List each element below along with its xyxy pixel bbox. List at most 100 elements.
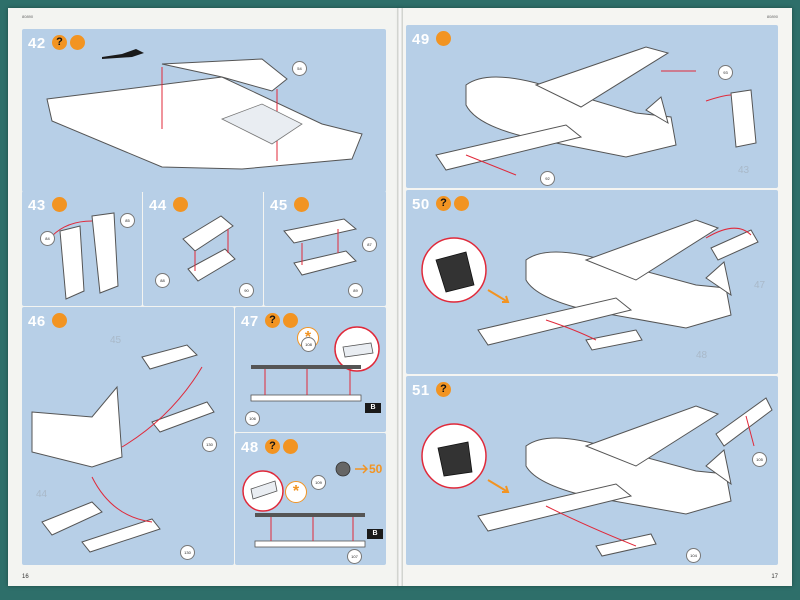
step-42-panel: 42 ? 54 — [22, 29, 386, 192]
asterisk-icon: * — [285, 481, 307, 503]
glue-icon — [52, 313, 67, 328]
step-50-panel: 50 ? 47 48 — [406, 190, 778, 374]
tail-fin — [705, 261, 732, 297]
arrow-icon — [487, 479, 510, 493]
tail-fin — [705, 449, 732, 486]
step-46-drawing — [31, 344, 215, 553]
part-43-rudder — [730, 89, 757, 148]
glue-icon — [173, 197, 188, 212]
flap-lower — [293, 250, 357, 276]
callout-89: 89 — [348, 283, 363, 298]
glue-icon — [283, 439, 298, 454]
reference-part-44: 44 — [36, 489, 48, 500]
detail-part — [342, 342, 374, 358]
part-104 — [595, 533, 657, 557]
callout-108: 108 — [301, 337, 316, 352]
page-number: 17 — [771, 574, 778, 580]
cockpit-area — [221, 103, 303, 145]
rudder-half-right — [91, 212, 119, 294]
leader-line — [465, 154, 517, 176]
wing-upper — [584, 405, 720, 467]
left-page: 80890 42 ? 54 43 84 — [8, 8, 400, 586]
part-109-rail — [255, 513, 365, 517]
elevator-lower — [81, 518, 161, 553]
help-icon: ? — [52, 35, 67, 50]
step-44-panel: 44 88 90 — [143, 191, 263, 306]
step-47-drawing — [250, 326, 380, 402]
aircraft-silhouette-icon — [102, 49, 144, 59]
callout-85: 85 — [120, 213, 135, 228]
wing-lower — [477, 483, 633, 532]
step-46-panel: 46 45 44 130 130 — [22, 307, 234, 565]
booklet-spine — [397, 8, 403, 586]
right-page: 80890 49 43 93 92 50 ? — [400, 8, 792, 586]
reference-part-43: 43 — [738, 165, 750, 176]
fuselage — [525, 437, 732, 515]
callout-93: 93 — [718, 65, 733, 80]
detail-part — [437, 441, 473, 477]
leader-line — [91, 366, 203, 523]
step-45-panel: 45 87 89 — [264, 191, 386, 306]
instruction-booklet: 80890 42 ? 54 43 84 — [8, 8, 792, 586]
step-number: 45 — [270, 197, 288, 214]
callout-106: 106 — [245, 411, 260, 426]
elevator-right — [151, 401, 215, 433]
step-49-drawing — [435, 46, 757, 176]
step-43-panel: 43 84 85 — [22, 191, 142, 306]
wing-assembly — [46, 76, 363, 170]
detail-part — [250, 480, 278, 500]
page-code: 80890 — [766, 14, 778, 19]
wing-upper — [584, 219, 720, 281]
flap-upper — [283, 218, 358, 244]
help-icon: ? — [436, 382, 451, 397]
callout-130: 130 — [180, 545, 195, 560]
callout-107: 107 — [347, 549, 362, 564]
callout-130: 130 — [202, 437, 217, 452]
go-to-step: 50 — [369, 462, 383, 476]
part-108-rail — [251, 365, 361, 369]
step-50-drawing — [421, 219, 759, 351]
step-number: 49 — [412, 31, 430, 48]
glue-icon — [52, 197, 67, 212]
flap-upper — [182, 215, 234, 252]
callout-104: 104 — [686, 548, 701, 563]
callout-90: 90 — [239, 283, 254, 298]
flap-lower — [187, 248, 236, 282]
decal-b-flag-icon: B — [367, 529, 383, 539]
reference-part-48: 48 — [696, 350, 708, 361]
help-icon: ? — [265, 313, 280, 328]
help-icon: ? — [436, 196, 451, 211]
reference-part-47: 47 — [754, 280, 766, 291]
wing-upper — [534, 46, 670, 108]
callout-109: 109 — [311, 475, 326, 490]
step-number: 47 — [241, 313, 259, 330]
page-number: 16 — [22, 574, 29, 580]
glue-icon — [294, 197, 309, 212]
leader-line — [661, 70, 732, 102]
wing-lower — [477, 297, 633, 346]
step-number: 44 — [149, 197, 167, 214]
fuselage — [465, 76, 677, 158]
step-number: 48 — [241, 439, 259, 456]
fuselage — [525, 251, 732, 329]
arrow-right-icon — [355, 464, 369, 474]
step-number: 42 — [28, 35, 46, 52]
part-48 — [585, 329, 643, 351]
part-106-rail — [250, 394, 362, 402]
step-44-drawing — [182, 215, 236, 282]
elevator-upper — [141, 344, 198, 370]
tail-fin — [645, 96, 669, 125]
step-45-drawing — [283, 218, 358, 276]
callout-92: 92 — [540, 171, 555, 186]
leader-line — [545, 415, 755, 547]
wing-lower — [435, 124, 583, 171]
step-number: 43 — [28, 197, 46, 214]
glue-icon — [454, 196, 469, 211]
step-47-panel: 47 ? * 108 106 B — [235, 307, 386, 432]
callout-54: 54 — [292, 61, 307, 76]
part-107-rail — [254, 540, 366, 548]
step-43-drawing — [51, 212, 119, 300]
part-47 — [710, 229, 759, 261]
step-51-drawing — [421, 397, 773, 557]
stand-icon — [335, 461, 351, 477]
